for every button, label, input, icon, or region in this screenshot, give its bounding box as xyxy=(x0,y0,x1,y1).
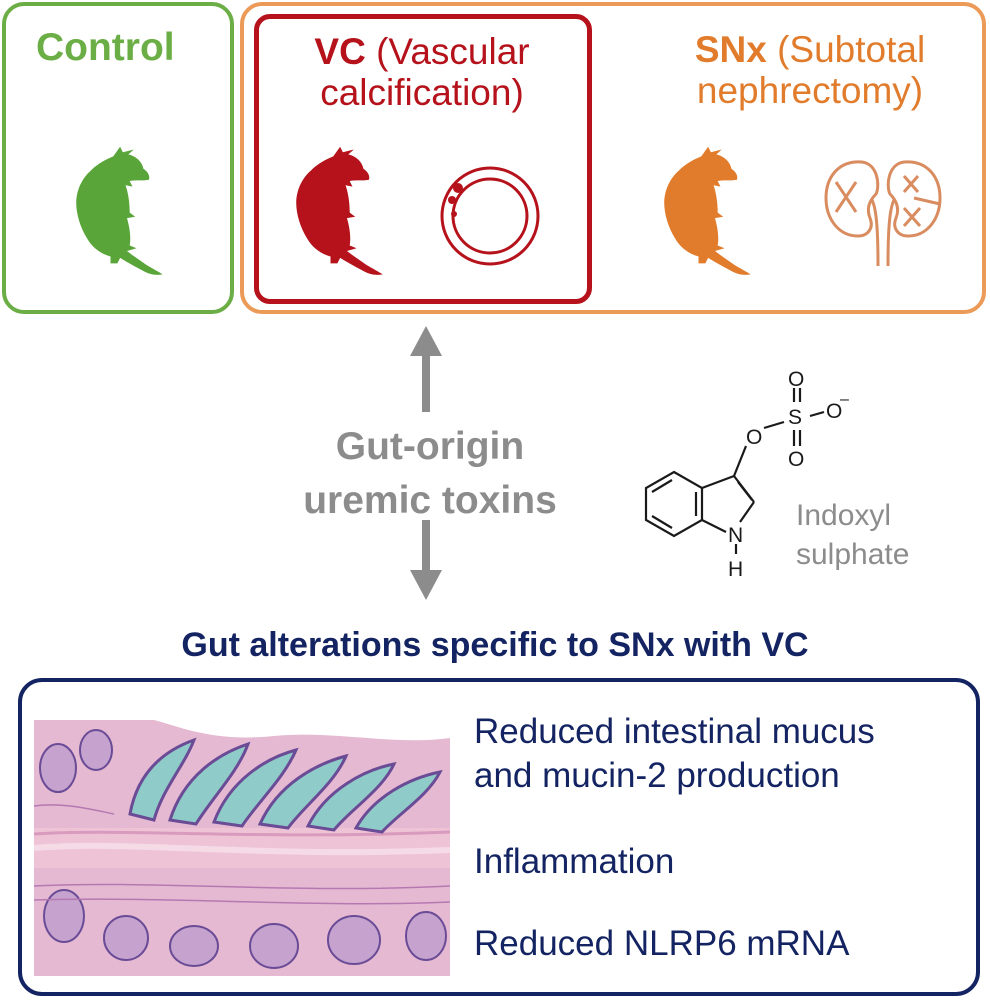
finding-mucus-line2: and mucin-2 production xyxy=(474,755,840,795)
snx-abbr: SNx xyxy=(694,29,767,70)
indoxyl-sulphate-structure: O S O O O – N H xyxy=(644,368,849,581)
negative-charge-label: – xyxy=(840,391,849,408)
gut-findings-box xyxy=(18,678,980,996)
finding-inflammation: Inflammation xyxy=(474,842,675,881)
vc-rat-icon xyxy=(296,146,383,275)
control-group-box xyxy=(2,2,234,314)
indoxyl-line1: Indoxyl xyxy=(796,499,892,532)
snx-title: SNx (Subtotal nephrectomy) xyxy=(640,29,980,111)
vc-group-box xyxy=(254,14,592,304)
finding-mucus-line1: Reduced intestinal mucus xyxy=(474,712,875,751)
indoxyl-sulphate-label: Indoxyl sulphate xyxy=(796,496,909,574)
arrow-up-icon xyxy=(410,326,442,412)
arrow-down-icon xyxy=(410,520,442,600)
finding-nlrp6: Reduced NLRP6 mRNA xyxy=(474,924,850,963)
snx-group-box xyxy=(240,2,986,314)
indoxyl-line2: sulphate xyxy=(796,538,910,571)
nitrogen-label: N xyxy=(728,524,743,547)
sulfur-label: S xyxy=(788,406,802,429)
colon-histology-image xyxy=(33,710,451,976)
vc-name-line2: calcification) xyxy=(320,71,524,113)
finding-mucus: Reduced intestinal mucus and mucin-2 pro… xyxy=(474,710,875,798)
toxins-label: Gut-origin uremic toxins xyxy=(270,420,590,528)
snx-rat-icon xyxy=(664,146,751,275)
vc-name-line1: (Vascular xyxy=(376,31,530,72)
calcified-vessel-icon xyxy=(440,166,540,266)
hydrogen-label: H xyxy=(728,558,743,581)
snx-name-line1: (Subtotal xyxy=(777,29,926,70)
vc-abbr: VC xyxy=(314,31,366,72)
ring-oxygen-label: O xyxy=(746,426,762,449)
toxins-line2: uremic toxins xyxy=(303,478,557,522)
snx-name-line2: nephrectomy) xyxy=(696,69,924,111)
kidney-icon xyxy=(824,160,942,267)
toxins-line1: Gut-origin xyxy=(335,425,525,468)
control-label: Control xyxy=(36,26,175,69)
gut-alterations-heading: Gut alterations specific to SNx with VC xyxy=(181,626,809,664)
sulfate-oxygen-top-label: O xyxy=(788,368,804,391)
sulfate-oxygen-bottom-label: O xyxy=(788,448,804,471)
sulfate-oxygen-right-label: O xyxy=(826,400,842,423)
control-rat-icon xyxy=(76,146,163,275)
vc-title: VC (Vascular calcification) xyxy=(260,31,584,113)
